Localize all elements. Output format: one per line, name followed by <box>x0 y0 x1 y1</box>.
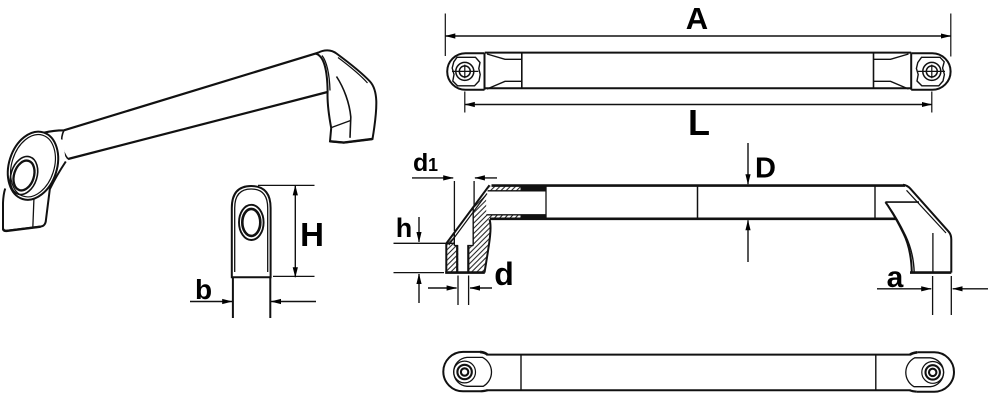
svg-text:d: d <box>494 256 514 292</box>
svg-text:A: A <box>686 1 708 36</box>
svg-text:L: L <box>688 102 710 143</box>
svg-text:D: D <box>755 153 776 185</box>
svg-text:d: d <box>413 149 428 177</box>
svg-text:H: H <box>300 216 324 253</box>
svg-text:a: a <box>887 261 904 294</box>
svg-text:b: b <box>195 274 212 305</box>
svg-text:h: h <box>396 213 413 243</box>
svg-text:1: 1 <box>428 155 438 175</box>
